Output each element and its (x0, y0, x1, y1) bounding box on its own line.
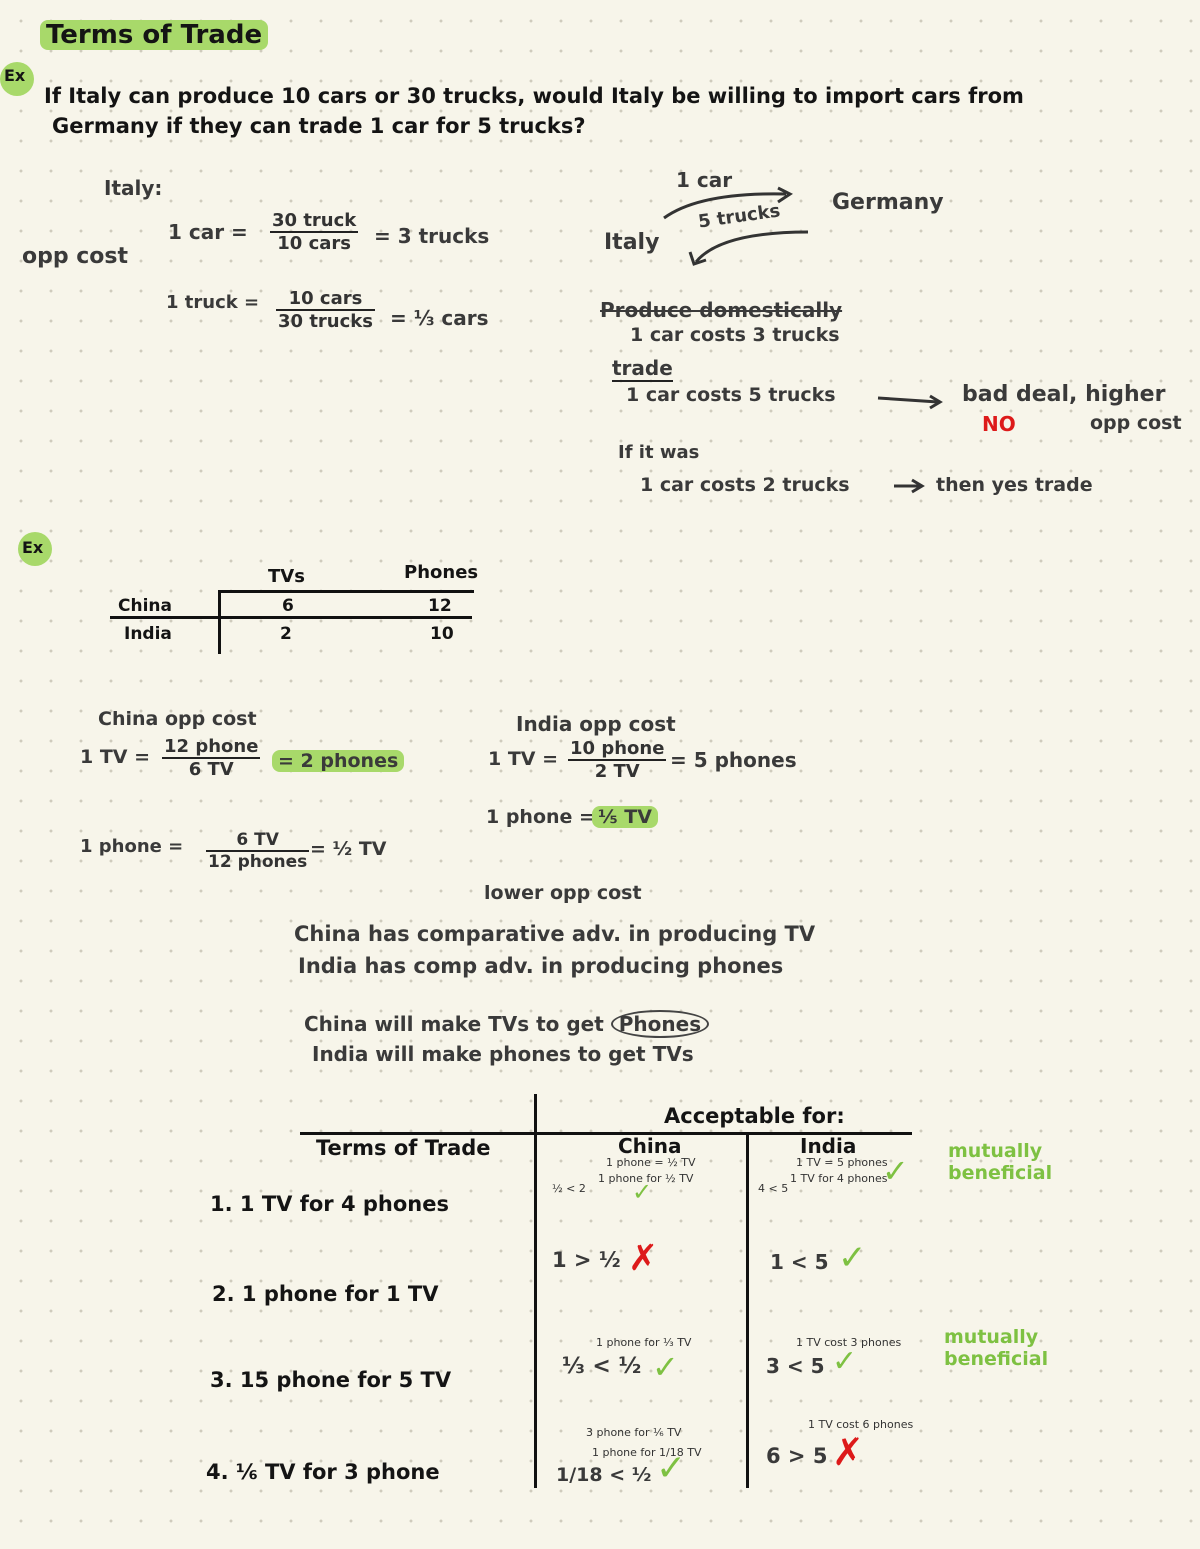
bad-deal: bad deal, higher (962, 382, 1166, 407)
row-2-china-note: 1 > ½ (552, 1248, 621, 1272)
ex1-question-line2: Germany if they can trade 1 car for 5 tr… (52, 114, 586, 138)
china-tv-prefix: 1 TV = (80, 746, 151, 768)
row-3-india-small: 1 TV cost 3 phones (796, 1336, 902, 1349)
table-row-china-phones: 12 (428, 596, 452, 616)
row-2-india-note: 1 < 5 (770, 1250, 829, 1274)
india-tv-fraction: 10 phone 2 TV (568, 738, 667, 782)
col-header-terms: Terms of Trade (316, 1136, 491, 1160)
car-eq-result: = 3 trucks (374, 224, 490, 248)
italy-word: Italy (604, 230, 660, 255)
india-opp-title: India opp cost (516, 712, 676, 736)
truck-eq-prefix: 1 truck = (166, 292, 260, 313)
row-1-india-note: 4 < 5 (758, 1182, 789, 1195)
table-row-india-country: India (124, 624, 172, 644)
phones-circled: Phones (610, 1010, 710, 1038)
term-row-2: 2. 1 phone for 1 TV (212, 1282, 439, 1306)
table-header-phones: Phones (404, 562, 479, 583)
term-row-4: 4. ⅙ TV for 3 phone (206, 1460, 440, 1484)
terms-vertical-line-1 (534, 1094, 537, 1488)
acceptable-for-header: Acceptable for: (664, 1104, 845, 1128)
table-row-india-tvs: 2 (280, 624, 292, 644)
trade-arrows (663, 186, 943, 494)
then-yes: then yes trade (936, 474, 1093, 496)
table-top-line (220, 590, 474, 593)
table-middle-line (110, 616, 472, 619)
row-3-china-check: ✓ (652, 1348, 679, 1386)
china-comparative-advantage: China has comparative adv. in producing … (294, 922, 816, 946)
ex1-label: Ex (4, 66, 26, 85)
india-make-line: India will make phones to get TVs (312, 1042, 694, 1066)
trade-label: trade (612, 356, 673, 382)
truck-eq-result: = ⅓ cars (390, 306, 489, 330)
no-mark: NO (982, 412, 1016, 436)
row-1-india-check: ✓ (882, 1152, 909, 1190)
page-title: Terms of Trade (40, 20, 269, 50)
row-1-result: mutually beneficial (948, 1140, 1053, 1184)
row-1-china-check: ✓ (632, 1178, 653, 1206)
row-4-china-small-1: 3 phone for ⅙ TV (586, 1426, 682, 1439)
trade-cost: 1 car costs 5 trucks (626, 384, 836, 406)
india-tv-prefix: 1 TV = (488, 748, 559, 770)
row-4-india-note: 6 > 5 (766, 1444, 828, 1468)
row-4-china-note: 1/18 < ½ (556, 1464, 652, 1486)
table-row-china-tvs: 6 (282, 596, 294, 616)
india-phone-result: ⅕ TV (592, 806, 658, 828)
row-4-india-x: ✗ (832, 1430, 864, 1474)
row-3-china-small: 1 phone for ⅓ TV (596, 1336, 692, 1349)
table-vertical-line (218, 590, 221, 654)
china-header-note-2: 1 phone for ½ TV (598, 1172, 694, 1185)
produce-domestically: Produce domestically (600, 298, 843, 322)
ex1-highlight (0, 62, 34, 96)
china-opp-title: China opp cost (98, 708, 257, 730)
china-tv-fraction: 12 phone 6 TV (162, 736, 261, 780)
table-header-tvs: TVs (268, 566, 305, 587)
if-cost: 1 car costs 2 trucks (640, 474, 850, 496)
ex2-highlight (18, 532, 52, 566)
ex1-question-line1: If Italy can produce 10 cars or 30 truck… (44, 84, 1024, 108)
truck-fraction: 10 cars 30 trucks (276, 288, 375, 332)
table-row-india-phones: 10 (430, 624, 454, 644)
row-4-china-small-2: 1 phone for 1/18 TV (592, 1446, 702, 1459)
domestic-cost: 1 car costs 3 trucks (630, 324, 840, 346)
row-3-result: mutually beneficial (944, 1326, 1049, 1370)
table-row-china-country: China (118, 596, 172, 616)
china-phone-fraction: 6 TV 12 phones (206, 830, 310, 872)
italy-label: Italy: (104, 176, 163, 200)
opp-cost-label: opp cost (22, 244, 129, 269)
arrow-bottom-label: 5 trucks (696, 200, 782, 233)
term-row-3: 3. 15 phone for 5 TV (210, 1368, 452, 1392)
china-tv-result: = 2 phones (272, 750, 405, 772)
row-3-china-note: ⅓ < ½ (562, 1354, 642, 1379)
row-4-india-small: 1 TV cost 6 phones (808, 1418, 914, 1431)
car-fraction: 30 truck 10 cars (270, 210, 359, 254)
germany-word: Germany (832, 190, 944, 215)
lower-opp-cost: lower opp cost (484, 882, 642, 904)
india-header-note-1: 1 TV = 5 phones (796, 1156, 888, 1169)
china-make-line: China will make TVs to get Phones (304, 1010, 710, 1038)
row-2-china-x: ✗ (628, 1238, 659, 1279)
col-header-china: China (618, 1134, 682, 1158)
india-header-note-2: 1 TV for 4 phones (790, 1172, 888, 1185)
term-row-1: 1. 1 TV for 4 phones (210, 1192, 449, 1216)
ex2-label: Ex (22, 538, 44, 557)
col-header-india: India (800, 1134, 857, 1158)
terms-top-line (300, 1132, 912, 1135)
india-tv-result: = 5 phones (670, 748, 797, 772)
india-comparative-advantage: India has comp adv. in producing phones (298, 954, 784, 978)
china-header-note-1: 1 phone = ½ TV (606, 1156, 696, 1169)
row-3-india-note: 3 < 5 (766, 1354, 825, 1378)
if-it-was: If it was (618, 442, 700, 463)
car-eq-prefix: 1 car = (168, 220, 248, 244)
arrow-top-label: 1 car (676, 168, 733, 192)
row-4-china-check: ✓ (656, 1448, 687, 1489)
india-phone-prefix: 1 phone = (486, 806, 595, 828)
row-2-india-check: ✓ (838, 1238, 867, 1278)
row-1-china-note: ½ < 2 (552, 1182, 586, 1195)
opp-cost-word: opp cost (1090, 412, 1182, 434)
china-phone-result: = ½ TV (310, 838, 387, 860)
china-phone-prefix: 1 phone = (80, 836, 184, 857)
terms-vertical-line-2 (746, 1134, 749, 1488)
row-3-india-check: ✓ (832, 1344, 858, 1379)
